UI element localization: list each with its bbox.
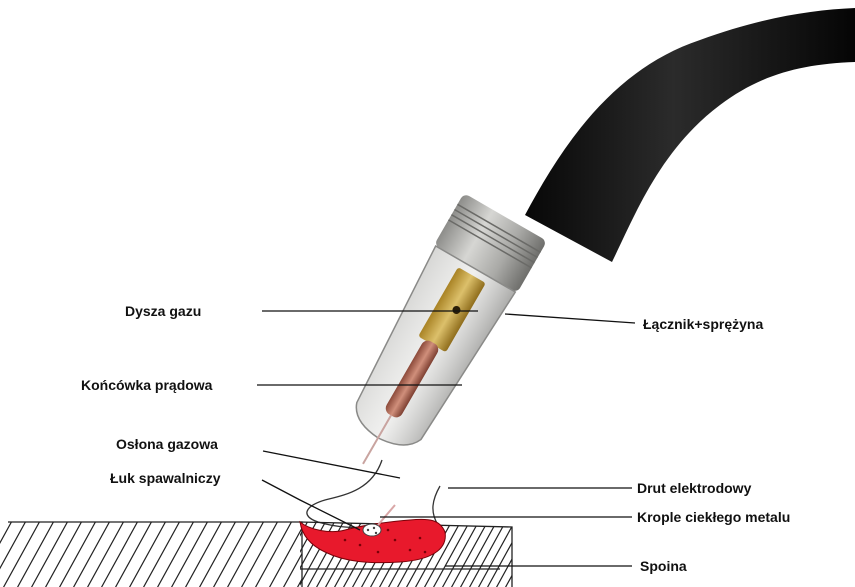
hatch-line — [0, 520, 13, 587]
label-electrode-wire: Drut elektrodowy — [637, 480, 751, 496]
label-contact-tip: Końcówka prądowa — [81, 377, 212, 393]
molten-droplets — [363, 524, 381, 536]
label-weld: Spoina — [640, 558, 687, 574]
label-connector-spring: Łącznik+sprężyna — [643, 316, 763, 332]
torch-body — [321, 193, 547, 488]
label-gas-nozzle: Dysza gazu — [125, 303, 201, 319]
hatch-line — [513, 520, 552, 587]
hose — [525, 8, 855, 262]
label-welding-arc: Łuk spawalniczy — [110, 470, 220, 486]
leader-gas-shield — [263, 451, 400, 478]
label-molten-droplets: Krople ciekłego metalu — [637, 509, 790, 525]
leader-connector — [505, 314, 635, 323]
label-gas-shield: Osłona gazowa — [116, 436, 218, 452]
workpiece-left — [0, 520, 349, 587]
